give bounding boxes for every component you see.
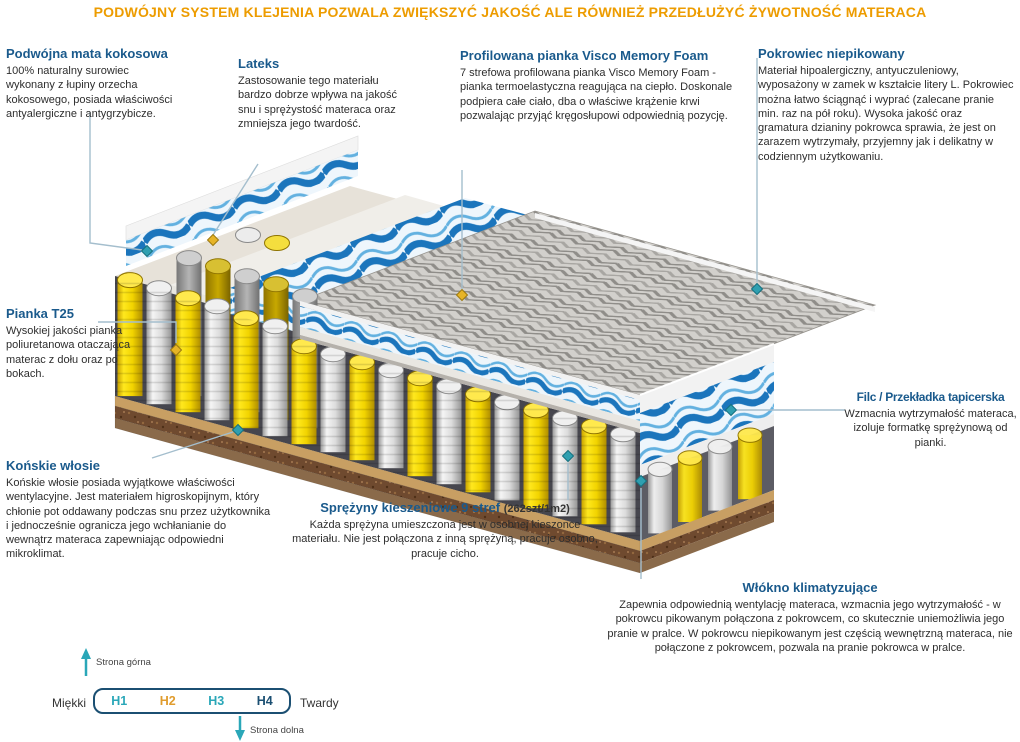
cover-seam-band — [300, 301, 640, 400]
latex-title: Lateks — [238, 56, 280, 71]
bottom-layers — [114, 395, 641, 574]
cutaway-step-surfaces — [115, 186, 877, 396]
coconut-mat-title: Podwójna mata kokosowa — [6, 46, 168, 61]
hardness-h2: H2 — [159, 694, 176, 708]
label-horsehair: Końskie włosie Końskie włosie posiada wy… — [6, 458, 274, 562]
coconut-mat-body: 100% naturalny surowiec wykonany z łupin… — [6, 65, 173, 120]
label-coconut-mat: Podwójna mata kokosowa 100% naturalny su… — [6, 46, 180, 121]
header-banner: PODWÓJNY SYSTEM KLEJENIA POZWALA ZWIĘKSZ… — [93, 4, 927, 20]
zigzag-foam-top — [298, 210, 877, 396]
label-pocket-springs: Sprężyny kieszeniowe 9 stref (262szt/1m2… — [290, 500, 600, 561]
climate-fiber-body: Zapewnia odpowiednią wentylację materaca… — [607, 599, 1013, 654]
arrow-up-icon — [81, 648, 91, 676]
label-climate-fiber: Włókno klimatyzujące Zapewnia odpowiedni… — [604, 580, 1016, 655]
mattress-end-face — [639, 343, 775, 573]
end-blue-wave — [640, 362, 774, 465]
felt-title: Filc / Przekładka tapicerska — [856, 390, 1005, 404]
spring-caps-cutaway — [235, 227, 290, 251]
callout-latex — [206, 163, 259, 247]
hardness-h4: H4 — [256, 694, 273, 708]
pocket-springs-end-row — [647, 427, 763, 534]
callout-cover — [750, 58, 764, 296]
label-latex: Lateks Zastosowanie tego materiału bardz… — [238, 56, 398, 131]
foam-t25-body: Wysokiej jakości pianka poliuretanowa ot… — [6, 325, 131, 380]
pocket-springs-title-text: Sprężyny kieszeniowe 9 stref — [320, 500, 501, 515]
pocket-springs-title: Sprężyny kieszeniowe 9 stref (262szt/1m2… — [290, 500, 600, 515]
zigzag-back-seam — [535, 213, 875, 312]
visco-foam-title: Profilowana pianka Visco Memory Foam — [460, 48, 709, 63]
label-felt: Filc / Przekładka tapicerska Wzmacnia wy… — [843, 390, 1018, 450]
blue-wave-band — [300, 306, 640, 421]
arrow-down-icon — [235, 716, 245, 741]
top-side-label: Strona górna — [96, 657, 151, 668]
callout-visco — [455, 170, 469, 302]
white-layer-band — [300, 327, 640, 429]
climate-fiber-title: Włókno klimatyzujące — [742, 580, 878, 595]
latex-body: Zastosowanie tego materiału bardzo dobrz… — [238, 75, 397, 130]
pocket-springs-count: (262szt/1m2) — [503, 503, 570, 515]
callout-felt — [724, 403, 845, 417]
soft-label: Miękki — [52, 696, 87, 710]
cover-title: Pokrowiec niepikowany — [758, 46, 905, 61]
callout-horsehair — [151, 423, 245, 459]
wave-layer-step — [230, 198, 535, 307]
horsehair-body: Końskie włosie posiada wyjątkowe właściw… — [6, 477, 271, 561]
front-face-top-layers — [300, 301, 640, 433]
label-foam-t25: Pianka T25 Wysokiej jakości pianka poliu… — [6, 306, 158, 381]
felt-body: Wzmacnia wytrzymałość materaca, izoluje … — [844, 408, 1017, 449]
hardness-scale: H1 H2 H3 H4 — [93, 688, 291, 714]
hardness-h1: H1 — [111, 694, 128, 708]
pocket-springs-body: Każda sprężyna umieszczona jest w osobne… — [292, 519, 598, 560]
foam-t25-title: Pianka T25 — [6, 306, 74, 321]
coil-texture-overlay — [115, 276, 640, 541]
label-visco-foam: Profilowana pianka Visco Memory Foam 7 s… — [460, 48, 745, 123]
cover-body: Materiał hipoalergiczny, antyuczuleniowy… — [758, 65, 1014, 163]
hardness-h3: H3 — [208, 694, 225, 708]
callouts — [89, 58, 845, 579]
bottom-side-label: Strona dolna — [250, 725, 304, 736]
horsehair-title: Końskie włosie — [6, 458, 100, 473]
callout-springs — [561, 449, 575, 500]
hard-label: Twardy — [300, 696, 339, 710]
callout-fiber — [634, 474, 648, 579]
visco-foam-body: 7 strefowa profilowana pianka Visco Memo… — [460, 67, 733, 122]
callout-coconut — [89, 112, 154, 258]
felt-line-band — [300, 335, 640, 433]
callout-t25 — [98, 321, 183, 357]
label-cover: Pokrowiec niepikowany Materiał hipoalerg… — [758, 46, 1014, 164]
